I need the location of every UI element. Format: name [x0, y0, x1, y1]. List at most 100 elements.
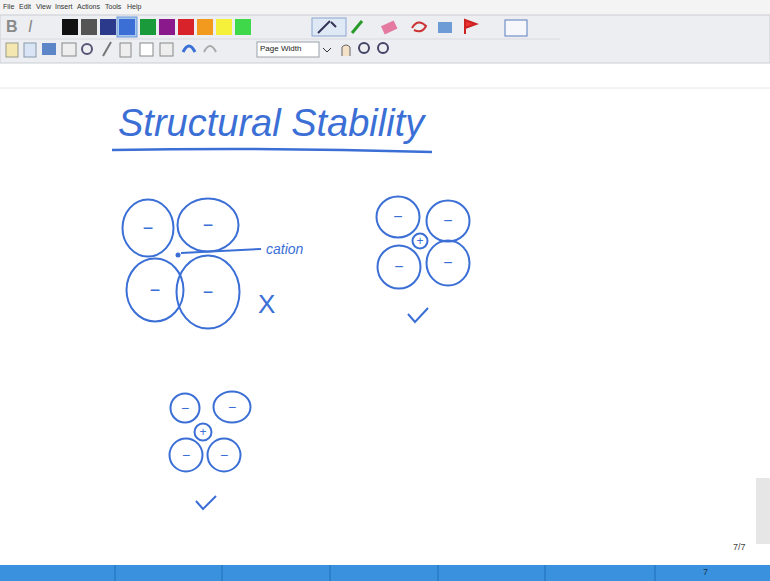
circle-outline	[377, 197, 420, 238]
circle-outline	[171, 394, 200, 423]
status-bar	[0, 565, 770, 581]
pen-icon	[318, 21, 336, 33]
charge-minus: −	[181, 401, 189, 415]
toolbar-icon	[103, 42, 111, 56]
color-swatch	[100, 19, 116, 35]
page-title: Structural Stability	[118, 104, 424, 142]
cation-circle: +	[411, 232, 429, 250]
check-mark	[196, 496, 216, 509]
circle-outline	[214, 392, 251, 423]
eraser-icon	[381, 20, 397, 34]
toolbar-icon	[120, 43, 131, 57]
menu-item: File	[3, 3, 14, 10]
circle-outline	[123, 200, 174, 257]
color-swatch	[62, 19, 78, 35]
circle-outline	[413, 234, 428, 249]
zoom-value: Page Width	[260, 45, 301, 53]
italic-button: I	[28, 19, 32, 35]
pan-icon	[342, 45, 350, 56]
anion-circle: −	[206, 437, 242, 473]
toolbar-icon	[42, 43, 56, 55]
status-divider	[115, 565, 116, 581]
color-swatch	[216, 19, 232, 35]
redo-icon	[204, 46, 216, 52]
menu-item: View	[36, 3, 51, 10]
charge-plus: +	[416, 235, 423, 247]
zoom-dropdown	[257, 42, 319, 57]
check-mark	[408, 308, 428, 322]
dropdown-arrow	[323, 48, 331, 52]
zoom-in-icon	[359, 43, 369, 53]
cation-circle: +	[193, 422, 213, 442]
scroll-strip	[756, 478, 770, 544]
anion-circle: −	[376, 244, 422, 290]
charge-minus: −	[443, 255, 452, 271]
charge-minus: −	[143, 219, 154, 237]
menu-bar	[0, 0, 770, 15]
charge-minus: −	[203, 216, 214, 234]
charge-minus: −	[150, 281, 161, 299]
circle-outline	[178, 199, 239, 252]
toolbar	[0, 15, 770, 63]
anion-circle: −	[169, 392, 201, 424]
anion-circle: −	[175, 254, 241, 330]
charge-minus: −	[228, 400, 236, 414]
color-swatch	[159, 19, 175, 35]
circle-outline	[170, 439, 203, 472]
title-underline	[112, 149, 432, 152]
lasso-icon	[412, 22, 426, 31]
callout-label: cation	[266, 242, 303, 256]
cross-mark: X	[258, 291, 275, 317]
circle-outline	[427, 201, 470, 242]
menu-item: Insert	[55, 3, 73, 10]
anion-circle: −	[121, 198, 175, 258]
page-number: 7	[703, 568, 708, 577]
highlighter-icon	[352, 21, 362, 33]
circle-outline	[427, 241, 470, 286]
flag-icon	[465, 20, 476, 34]
charge-minus: −	[443, 213, 452, 229]
cation-dot	[176, 253, 181, 258]
color-swatch	[235, 19, 251, 35]
color-swatch	[178, 19, 194, 35]
circle-outline	[378, 246, 421, 289]
charge-minus: −	[182, 448, 190, 462]
undo-icon	[183, 46, 195, 52]
toolbar-icon	[82, 44, 92, 54]
page-counter: 7/7	[733, 543, 746, 552]
charge-minus: −	[203, 283, 214, 301]
color-swatch	[81, 19, 97, 35]
circle-outline	[127, 259, 184, 322]
toolbar-icon	[6, 43, 18, 57]
anion-circle: −	[425, 239, 471, 287]
anion-circle: −	[212, 390, 252, 424]
toolbar-icon	[62, 43, 76, 56]
status-divider	[222, 565, 223, 581]
charge-plus: +	[199, 426, 206, 438]
selected-swatch-frame	[117, 17, 137, 37]
color-swatch	[119, 19, 135, 35]
charge-minus: −	[394, 259, 403, 275]
color-swatch	[140, 19, 156, 35]
toolbar-icon	[24, 43, 36, 57]
toolbar-icon	[140, 43, 153, 56]
circle-outline	[177, 256, 240, 329]
zoom-out-icon	[378, 43, 388, 53]
circle-outline	[208, 439, 241, 472]
charge-minus: −	[220, 448, 228, 462]
anion-circle: −	[176, 197, 240, 253]
bold-button: B	[6, 19, 18, 35]
status-divider	[545, 565, 546, 581]
toolbar-divider	[0, 39, 560, 40]
color-swatch	[197, 19, 213, 35]
page-top-edge	[0, 88, 770, 89]
status-divider	[655, 565, 656, 581]
menu-item: Help	[127, 3, 141, 10]
menu-item: Edit	[19, 3, 31, 10]
anion-circle: −	[375, 195, 421, 239]
pen-button	[312, 18, 346, 36]
charge-minus: −	[393, 209, 402, 225]
